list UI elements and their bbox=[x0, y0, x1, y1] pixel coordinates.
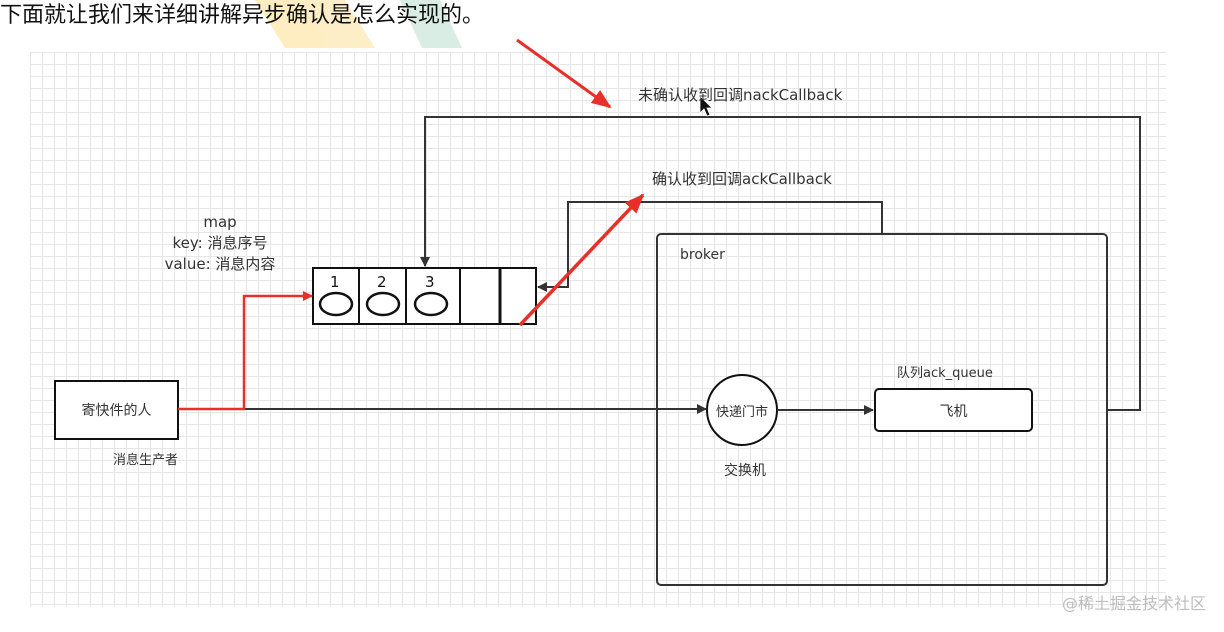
producer-to-map-arrow bbox=[178, 291, 313, 411]
queue-box-label: 飞机 bbox=[939, 404, 968, 420]
diagram-canvas bbox=[30, 52, 1166, 607]
map-queue: 1 2 3 bbox=[312, 267, 537, 325]
ack-callback-line bbox=[537, 201, 883, 292]
slot-number-2: 2 bbox=[377, 273, 387, 291]
slot-ellipse-2 bbox=[365, 291, 401, 317]
nack-callback-label: 未确认收到回调nackCallback bbox=[638, 86, 843, 104]
exchange-circle-label: 快递门市 bbox=[715, 405, 768, 420]
exchange-caption: 交换机 bbox=[724, 463, 766, 479]
slot-ellipse-3 bbox=[413, 291, 449, 317]
slot-number-1: 1 bbox=[330, 273, 340, 291]
producer-caption: 消息生产者 bbox=[113, 453, 179, 468]
decorative-stripes bbox=[255, 0, 462, 48]
map-value-line: value: 消息内容 bbox=[164, 255, 276, 273]
red-annotation-arrow-nack bbox=[516, 38, 612, 109]
map-description: map key: 消息序号 value: 消息内容 bbox=[150, 212, 290, 275]
queue-box bbox=[874, 388, 1033, 432]
red-annotation-arrow-ack bbox=[518, 193, 645, 327]
slot-number-3: 3 bbox=[425, 273, 435, 291]
producer-box-label: 寄快件的人 bbox=[81, 403, 152, 419]
watermark: @稀土掘金技术社区 bbox=[1061, 594, 1206, 613]
slot-ellipse-1 bbox=[318, 291, 354, 317]
page-heading: 下面就让我们来详细讲解异步确认是怎么实现的。 bbox=[0, 3, 485, 28]
nack-callback-line bbox=[420, 116, 1141, 411]
map-title: map bbox=[203, 213, 237, 231]
map-key-line: key: 消息序号 bbox=[172, 234, 268, 252]
queue-name-label: 队列ack_queue bbox=[897, 366, 993, 381]
mouse-cursor-icon bbox=[699, 95, 713, 117]
ack-callback-label: 确认收到回调ackCallback bbox=[652, 170, 832, 188]
broker-label: broker bbox=[680, 247, 725, 263]
